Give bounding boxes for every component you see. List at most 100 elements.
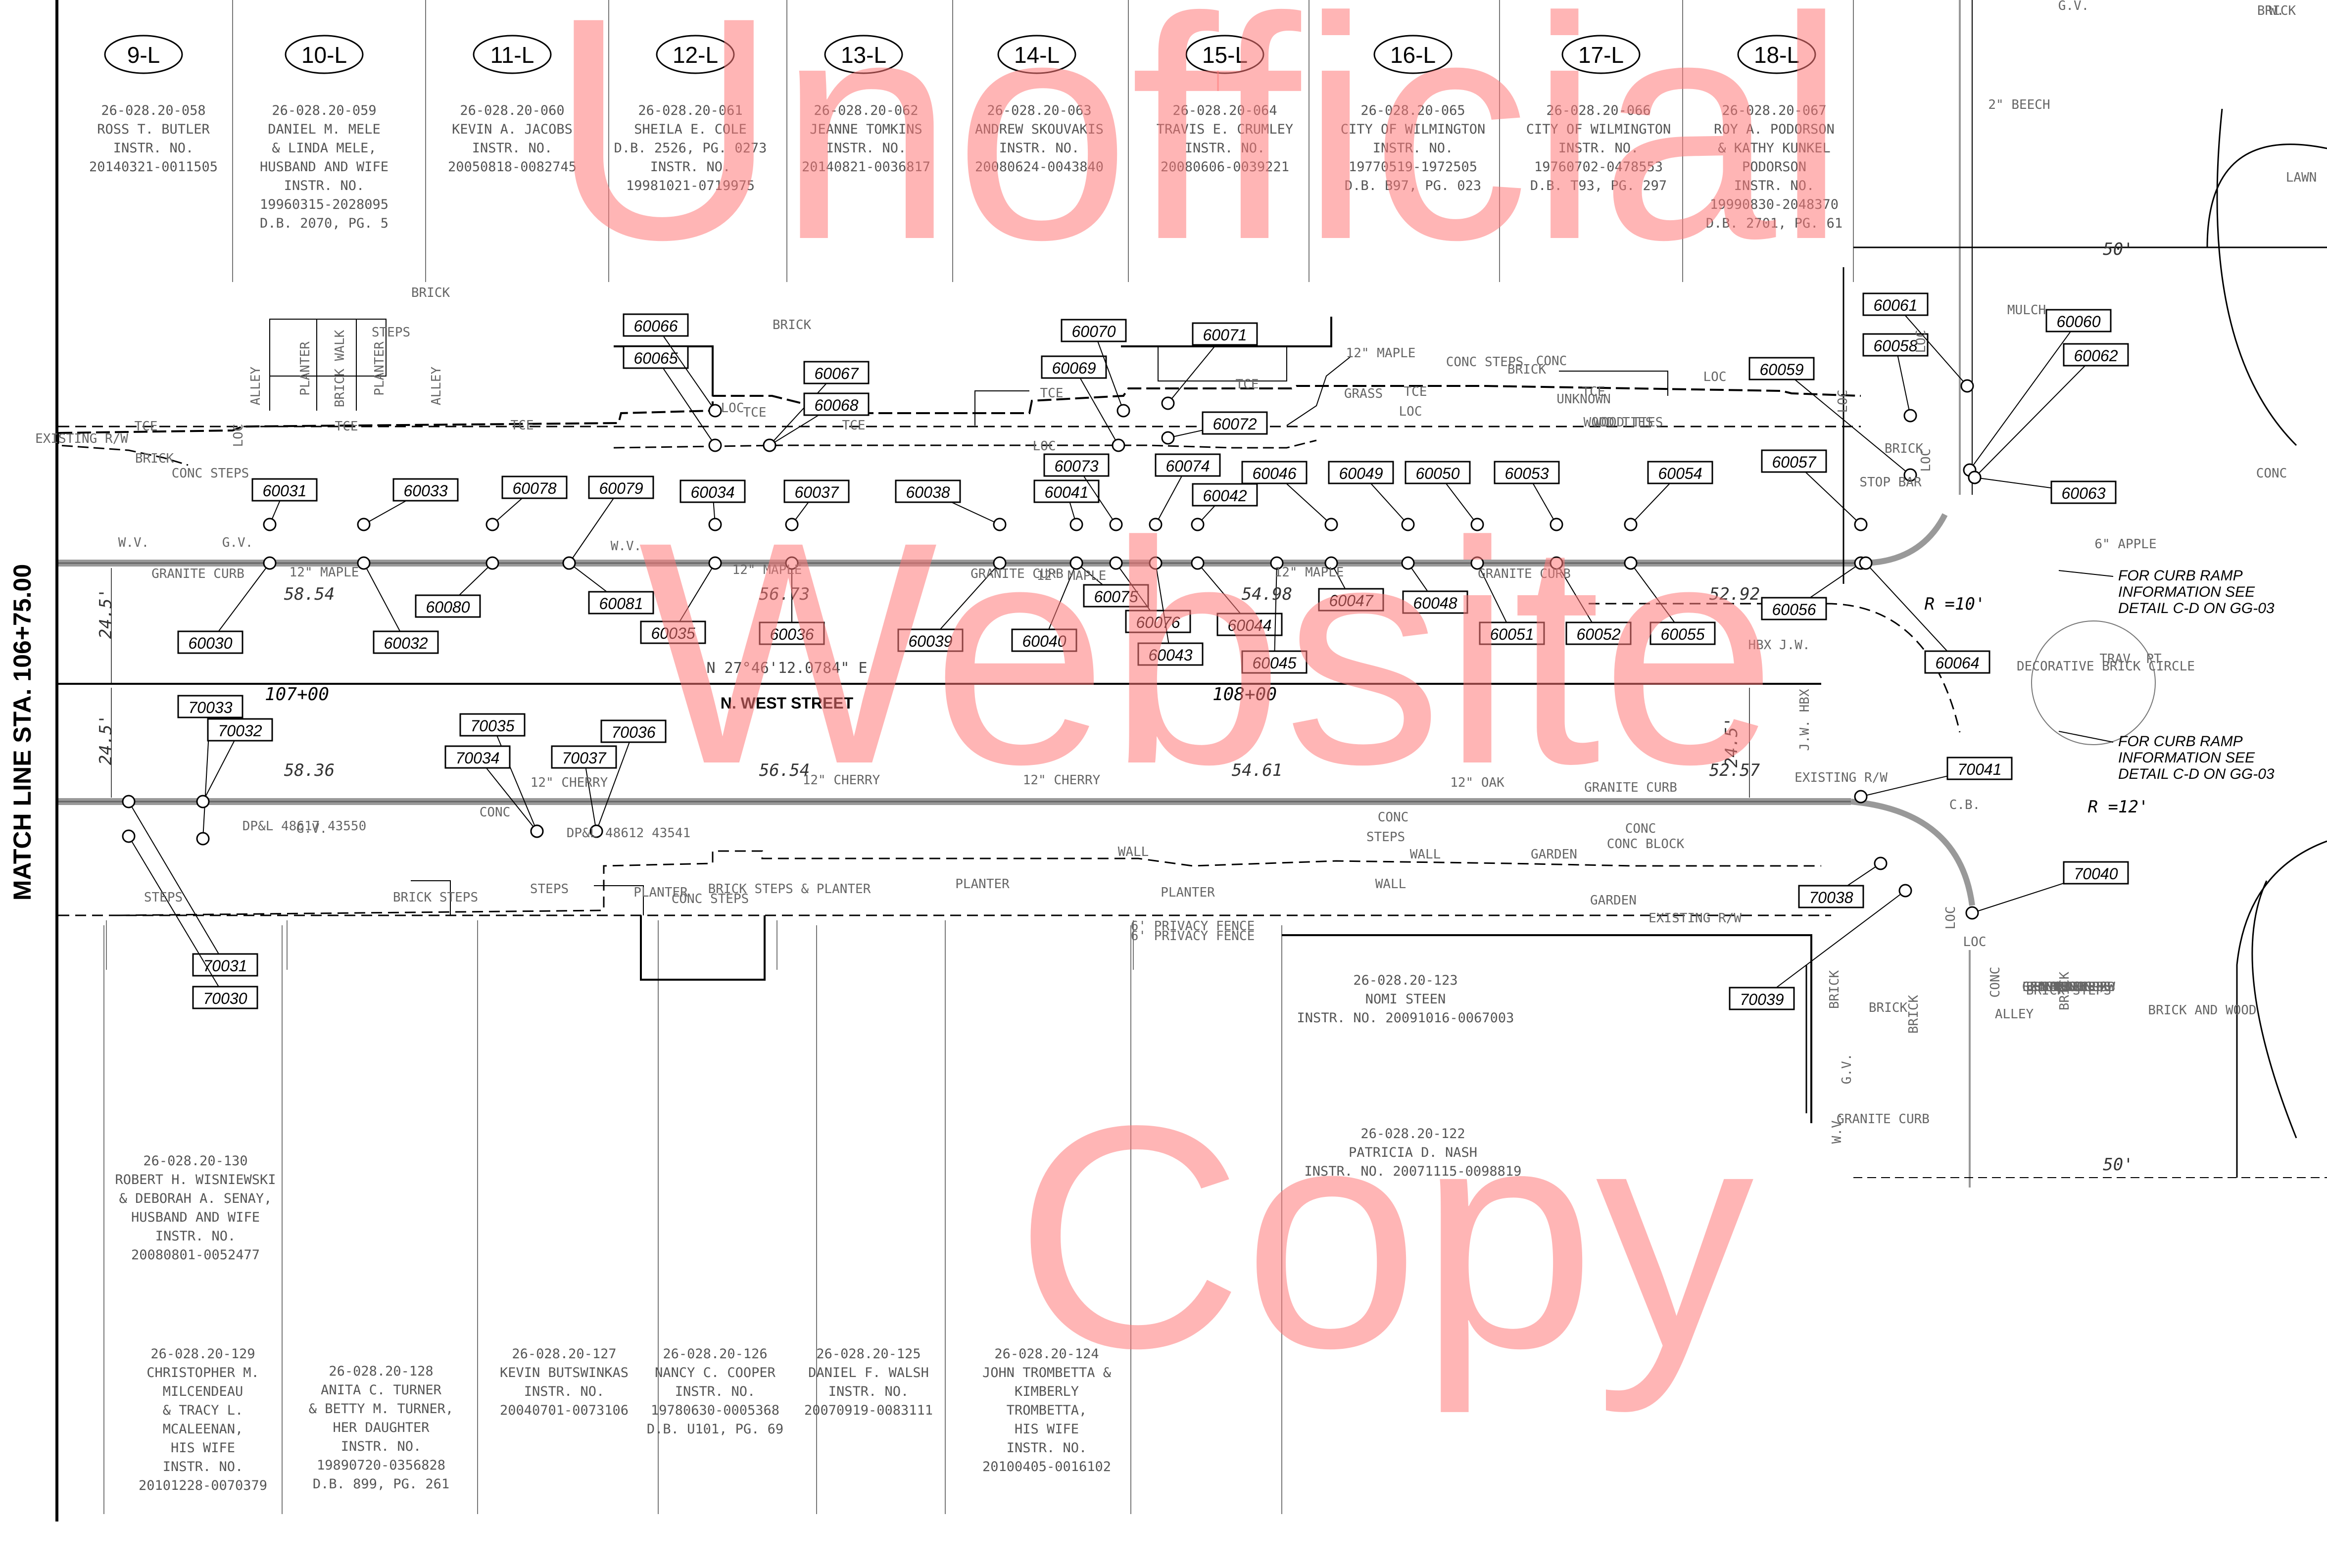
feature-label: LOC <box>1703 370 1727 384</box>
south-parcel-text: HIS WIFE <box>171 1440 235 1456</box>
feature-label: TCE <box>842 418 866 433</box>
callout-box <box>640 620 706 644</box>
feature-label: GRANITE CURB <box>2022 980 2115 995</box>
callout-box <box>459 713 526 737</box>
survey-point <box>1324 556 1338 570</box>
feature-label: 12" MAPLE <box>1274 565 1344 580</box>
callout-leader <box>1093 330 1124 411</box>
callout-label: 60074 <box>1166 457 1210 475</box>
feature-label: CONC BLOCK <box>1607 837 1685 852</box>
callout-box <box>895 479 961 503</box>
north-parcel-text: 20080606-0039221 <box>1161 159 1289 175</box>
callout-label: 60046 <box>1253 465 1297 482</box>
callout-label: 60070 <box>1072 323 1116 340</box>
south-parcel-text: PATRICIA D. NASH <box>1349 1145 1477 1160</box>
callout-leader <box>569 487 622 564</box>
tce-line <box>58 385 1861 434</box>
dimension-label: 58.54 <box>284 584 335 604</box>
south-parcel-text: 26-028.20-122 <box>1360 1126 1465 1141</box>
survey-point <box>1624 518 1638 531</box>
callout-box <box>1137 642 1204 666</box>
dimension-label: 56.73 <box>759 584 810 604</box>
callout-label: 60038 <box>906 483 950 501</box>
feature-label: 12" MAPLE <box>1037 569 1107 583</box>
callout-leader <box>363 563 406 643</box>
feature-label: BRICK <box>411 285 450 300</box>
dimension-label: 24.5' <box>96 714 116 765</box>
feature-label: BRICK <box>1869 1000 1908 1015</box>
callout-label: 60037 <box>795 483 839 501</box>
survey-point <box>1854 790 1868 804</box>
feature-label: PLANTER <box>2041 980 2096 995</box>
feature-label: 30" RCP <box>2041 980 2096 995</box>
callout-leader <box>596 731 634 832</box>
callout-box <box>1192 483 1258 507</box>
south-parcel-text: HUSBAND AND WIFE <box>131 1210 260 1225</box>
feature-label: STEPS <box>372 325 410 340</box>
feature-label: G.V. <box>222 535 253 550</box>
north-parcel-text: INSTR. NO. <box>826 141 907 156</box>
loc-line <box>613 439 1317 449</box>
south-parcel-text: 26-028.20-127 <box>512 1346 616 1362</box>
north-parcel-text: DANIEL M. MELE <box>268 122 381 137</box>
callout-box <box>1649 621 1716 645</box>
callout-box <box>1494 461 1560 484</box>
callout-box <box>444 745 511 769</box>
feature-label: 12" CHERRY <box>803 773 880 788</box>
callout-label: 60040 <box>1022 632 1067 650</box>
callout-box <box>1862 333 1929 357</box>
callout-box <box>177 695 243 718</box>
feature-label: TCE <box>1236 377 1259 392</box>
callout-label: 60058 <box>1874 337 1918 355</box>
north-parcel-text: INSTR. NO. <box>999 141 1080 156</box>
lot-label-ellipse <box>1737 35 1816 74</box>
callout-label: 60045 <box>1253 654 1297 672</box>
lot-label-ellipse <box>1185 35 1264 74</box>
feature-label: G.V. <box>2058 0 2089 13</box>
callout-label: 70038 <box>1809 889 1853 906</box>
south-parcel-text: HIS WIFE <box>1015 1422 1079 1437</box>
south-parcel-text: CHRISTOPHER M. <box>146 1365 259 1380</box>
feature-label: CONC STEPS <box>2030 980 2108 995</box>
feature-label: G.V. <box>296 821 328 836</box>
south-parcel-text: ANITA C. TURNER <box>321 1382 442 1398</box>
south-parcel-text: & BETTY M. TURNER, <box>309 1401 454 1417</box>
callout-box <box>2063 861 2129 885</box>
survey-point <box>357 518 371 531</box>
survey-point <box>1401 556 1415 570</box>
north-parcel-text: ROY A. PODORSON <box>1714 122 1835 137</box>
north-parcel-text: 20140321-0011505 <box>89 159 218 175</box>
north-parcel-text: D.B. 2701, PG. 61 <box>1706 216 1842 231</box>
south-parcel-text: 26-028.20-129 <box>150 1346 255 1362</box>
callout-label: 60067 <box>815 365 859 382</box>
feature-label: BRICK STEPS & PLANTER <box>708 882 871 897</box>
south-parcel-text: 20101228-0070379 <box>139 1478 267 1493</box>
callout-leader <box>769 372 837 446</box>
north-parcel-text: HUSBAND AND WIFE <box>260 159 388 175</box>
callout-leader <box>1865 563 1958 663</box>
north-parcel-text: D.B. 2526, PG. 0273 <box>614 141 767 156</box>
steps-outline <box>594 885 644 915</box>
feature-label: 6' PRIVACY FENCE <box>1131 929 1255 944</box>
feature-label: EXISTING R/W <box>1794 770 1888 785</box>
north-parcel-text: 19981021-0719975 <box>626 178 755 193</box>
feature-label: ALLEY <box>429 367 444 406</box>
callout-leader <box>655 325 716 411</box>
south-parcel-text: KIMBERLY <box>1015 1384 1079 1399</box>
planter-outline <box>1158 346 1287 381</box>
callout-label: 70036 <box>612 723 656 741</box>
feature-label: WALL <box>1375 877 1406 892</box>
feature-label: 12" OAK <box>1450 775 1504 790</box>
feature-label: BRICK AND WOOD <box>2148 1003 2256 1018</box>
dimension-label: 52.92 <box>1709 584 1760 604</box>
street-name: N. WEST STREET <box>721 694 854 712</box>
survey-point <box>708 404 722 418</box>
callout-label: 60081 <box>599 595 643 613</box>
feature-label: BRICK <box>773 318 812 333</box>
feature-label: BRICK <box>2049 980 2088 995</box>
lot-label-ellipse <box>656 35 735 74</box>
callout-label: 60059 <box>1760 361 1804 379</box>
callout-label: 60069 <box>1052 359 1096 377</box>
survey-point <box>122 795 136 808</box>
north-parcel-text: INSTR. NO. <box>1558 141 1639 156</box>
